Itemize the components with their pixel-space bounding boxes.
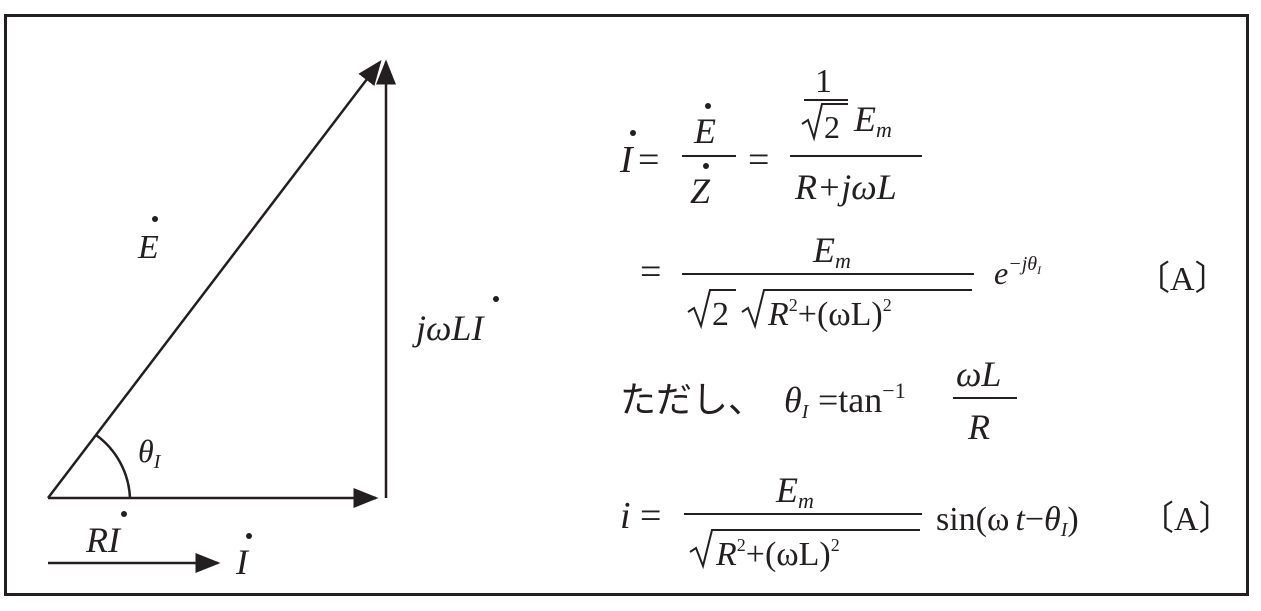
label-jwLI-dot — [493, 296, 499, 302]
eq1-equals-2: = — [748, 139, 769, 181]
equation-line-1: I = E Z = 1 2 Em R+jωL — [619, 63, 922, 211]
eq4-lhs: i — [620, 495, 631, 537]
eq2-unit: 〔A〕 — [1136, 260, 1229, 298]
eq2-sqrt-1 — [687, 289, 736, 330]
eq1-frac2-den: R+jωL — [794, 167, 897, 207]
eq1-lhs-I: I — [619, 139, 635, 181]
label-I: I — [235, 542, 250, 582]
label-jwLI: jωLI — [412, 308, 485, 348]
equations: I = E Z = 1 2 Em R+jωL = Em 2 R2+(ωL)2 — [619, 63, 1233, 573]
label-RI-dot — [121, 511, 127, 517]
theta-angle-arc — [95, 433, 132, 499]
diagram-labels: E jωLI θI RI I — [85, 216, 499, 582]
label-E-dot — [152, 216, 158, 222]
eq2-num-E: Em — [812, 230, 851, 273]
eq1-frac1-num-dot — [705, 103, 711, 109]
eq1-coeff-num: 1 — [815, 63, 832, 100]
eq2-den-2: 2 — [712, 296, 729, 333]
eq2-sqrt-2 — [741, 289, 972, 330]
eq4-num-E: Em — [775, 470, 814, 513]
equation-line-3: ただし、 θI =tan−1 ωL R — [620, 354, 1017, 447]
eq1-equals-1: = — [638, 139, 659, 181]
eq4-sqrt — [689, 529, 920, 570]
label-RI: RI — [85, 520, 122, 560]
eq4-unit: 〔A〕 — [1140, 500, 1233, 538]
eq3-tan: =tan−1 — [818, 378, 906, 420]
eq1-frac1-den-dot — [703, 163, 709, 169]
label-E: E — [137, 229, 159, 266]
phasor-E-arrow — [47, 60, 382, 499]
phasor-diagram — [47, 59, 396, 573]
eq4-den: R2+(ωL)2 — [715, 535, 840, 573]
eq1-coeff-den: 2 — [824, 109, 840, 145]
eq4-equals: = — [640, 495, 661, 537]
eq1-num-E: Em — [853, 99, 892, 142]
eq2-den-R: R2+(ωL)2 — [767, 295, 892, 333]
eq3-theta: θI — [784, 380, 810, 423]
eq2-exp: e−jθI — [994, 253, 1042, 291]
eq1-frac1-den: Z — [690, 171, 711, 211]
equation-line-2: = Em 2 R2+(ωL)2 e−jθI 〔A〕 — [640, 230, 1229, 333]
eq3-den: R — [967, 407, 990, 447]
label-theta: θI — [138, 433, 162, 473]
eq1-coeff-sqrt — [801, 103, 848, 142]
eq3-num: ωL — [956, 354, 1001, 394]
eq2-equals: = — [640, 251, 661, 293]
label-I-dot — [246, 533, 252, 539]
eq3-prefix: ただし、 — [620, 380, 764, 420]
eq1-frac1-num: E — [693, 111, 716, 151]
eq1-lhs-dot — [630, 130, 636, 136]
